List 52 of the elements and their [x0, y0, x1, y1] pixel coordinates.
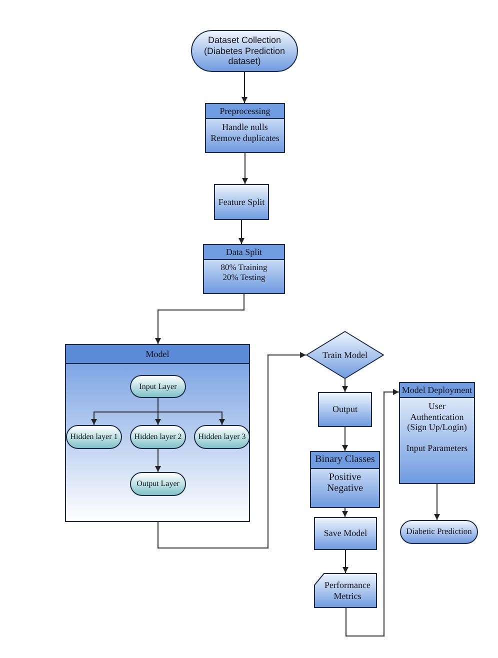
- box-heading: Preprocessing: [206, 104, 284, 120]
- node-label: Handle nulls Remove duplicates: [210, 121, 280, 145]
- process-box: [205, 103, 285, 153]
- node-label: Save Model: [324, 528, 368, 539]
- process-box: [310, 451, 380, 508]
- layer-node: [130, 425, 186, 449]
- arrow: [158, 352, 306, 548]
- arrow: [158, 398, 225, 426]
- process-box: [214, 184, 269, 220]
- process-box: [318, 392, 372, 427]
- arrow: [242, 72, 248, 104]
- arrow: [342, 550, 348, 574]
- arrow: [434, 484, 440, 520]
- node-label: Train Model: [322, 350, 368, 360]
- arrow: [242, 152, 248, 184]
- terminal-box: [400, 520, 478, 544]
- layer-node: [194, 425, 250, 449]
- node-label: Hidden layer 1: [70, 432, 118, 442]
- layer-node: [130, 472, 186, 496]
- arrow: [342, 378, 348, 392]
- box-heading: Model Deployment: [400, 383, 474, 398]
- node-label: Hidden layer 3: [198, 432, 246, 442]
- node-label: Input Layer: [139, 382, 177, 392]
- node-label: 80% Training 20% Testing: [220, 261, 268, 284]
- process-box: [203, 244, 285, 294]
- node-label: Performance Metrics: [324, 580, 372, 601]
- node-label: Dataset Collection (Diabetes Prediction dataset): [202, 35, 286, 67]
- arrow: [346, 389, 400, 636]
- box-heading: Model: [66, 345, 249, 364]
- layer-node: [130, 375, 186, 398]
- process-box: [399, 382, 475, 484]
- node-label: Diabetic Prediction: [406, 527, 472, 537]
- terminal-box: [191, 30, 298, 72]
- arrow: [155, 448, 161, 472]
- process-box: [314, 517, 377, 550]
- model-panel: [65, 344, 250, 522]
- node-label: Hidden layer 2: [134, 432, 182, 442]
- node-label: Positive Negative: [326, 470, 364, 496]
- arrow: [342, 426, 348, 452]
- box-heading: Binary Classes: [311, 452, 379, 468]
- node-label: Output: [332, 404, 358, 415]
- arrow: [238, 220, 244, 244]
- node-label: User Authentication (Sign Up/Login): [406, 400, 468, 434]
- node-label: Input Parameters: [405, 443, 469, 456]
- node-label: Feature Split: [218, 196, 265, 208]
- layer-node: [66, 425, 122, 449]
- arrow: [155, 294, 244, 344]
- card-shape: [314, 573, 377, 608]
- box-heading: Data Split: [204, 245, 284, 260]
- node-label: Output Layer: [136, 479, 180, 489]
- decision-diamond: [306, 331, 384, 379]
- arrow: [342, 508, 348, 518]
